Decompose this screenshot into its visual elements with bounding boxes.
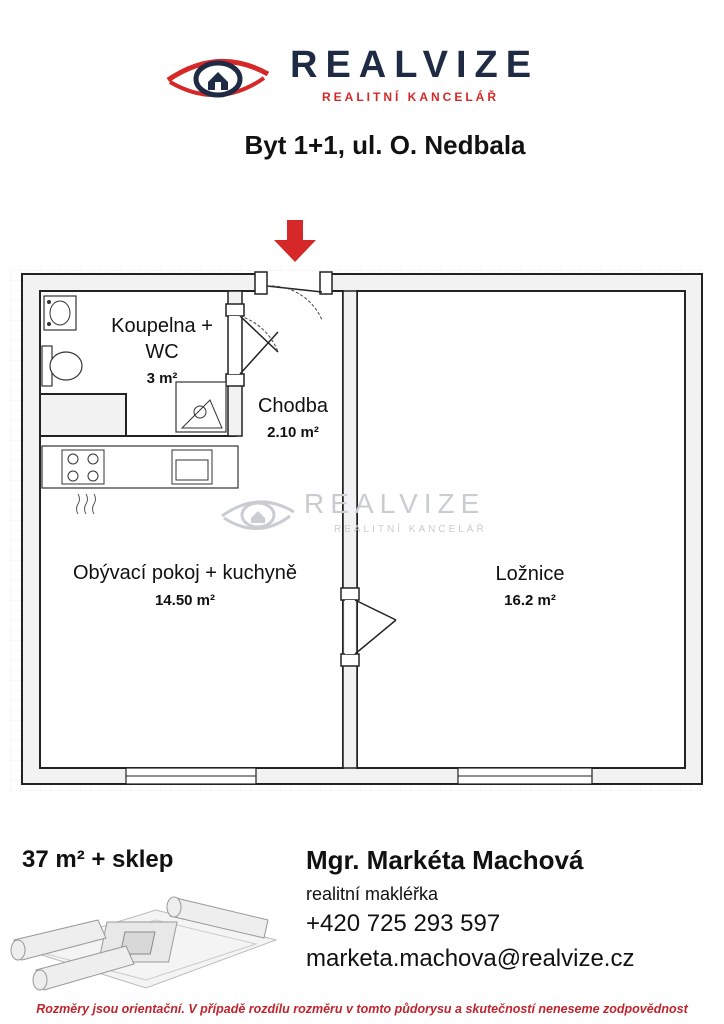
room-area-bathroom: 3 m²: [146, 370, 178, 387]
page-title: Byt 1+1, ul. O. Nedbala: [244, 130, 526, 160]
watermark-subtitle: REALITNÍ KANCELÁŘ: [334, 524, 487, 535]
room-label-living-kitchen: Obývací pokoj + kuchyně: [72, 562, 297, 584]
total-area: 37 m² + sklep: [22, 846, 174, 873]
watermark-eye-icon: [221, 500, 295, 530]
room-label-bedroom: Ložnice: [495, 563, 565, 585]
room-label-bathroom: Koupelna + WC: [111, 315, 213, 363]
floor-plan: [10, 268, 705, 793]
agent-phone[interactable]: +420 725 293 597: [306, 910, 501, 937]
room-area-bedroom: 16.2 m²: [504, 592, 556, 609]
room-label-hallway: Chodba: [257, 395, 329, 417]
blueprint-rolls-illustration: [10, 896, 278, 991]
agent-name: Mgr. Markéta Machová: [306, 845, 584, 875]
agent-email[interactable]: marketa.machova@realvize.cz: [306, 945, 635, 972]
brand-subtitle: REALITNÍ KANCELÁŘ: [322, 90, 499, 104]
room-area-living-kitchen: 14.50 m²: [154, 592, 216, 609]
agent-role: realitní makléřka: [306, 884, 439, 904]
brand-name: REALVIZE: [290, 44, 540, 86]
room-area-hallway: 2.10 m²: [267, 424, 319, 441]
disclaimer: Rozměry jsou orientační. V případě rozdí…: [36, 1002, 688, 1016]
watermark-brand: REALVIZE: [304, 488, 486, 519]
logo-eye-icon: [166, 58, 270, 98]
entrance-arrow-icon: [274, 220, 316, 262]
